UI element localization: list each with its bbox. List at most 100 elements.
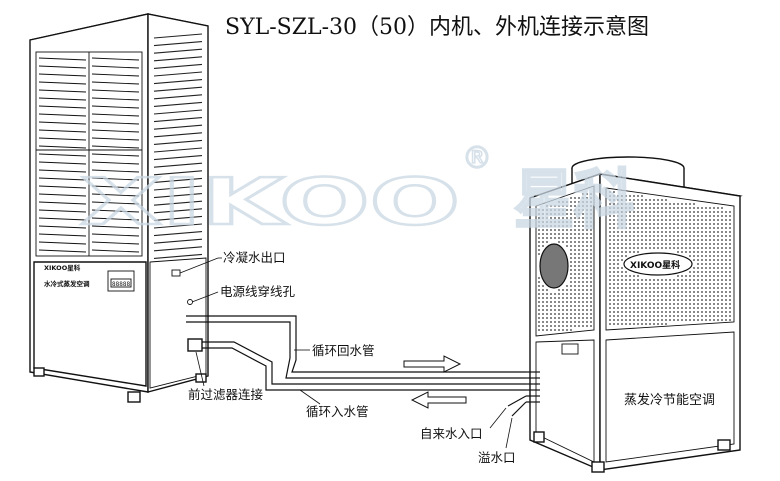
perforation-dot	[665, 199, 667, 201]
perforation-dot	[729, 259, 731, 261]
perforation-dot	[641, 243, 643, 245]
perforation-dot	[609, 243, 611, 245]
perforation-dot	[609, 255, 611, 257]
perforation-dot	[633, 223, 635, 225]
perforation-dot	[570, 273, 572, 275]
perforation-dot	[697, 303, 699, 305]
perforation-dot	[685, 243, 687, 245]
perforation-dot	[709, 219, 711, 221]
perforation-dot	[578, 245, 580, 247]
perforation-dot	[713, 283, 715, 285]
perforation-dot	[669, 307, 671, 309]
perforation-dot	[685, 279, 687, 281]
perforation-dot	[721, 279, 723, 281]
perforation-dot	[729, 223, 731, 225]
perforation-dot	[717, 299, 719, 301]
perforation-dot	[582, 325, 584, 327]
perforation-dot	[705, 243, 707, 245]
perforation-dot	[637, 315, 639, 317]
perforation-dot	[538, 313, 540, 315]
perforation-dot	[546, 209, 548, 211]
perforation-dot	[725, 255, 727, 257]
perforation-dot	[637, 215, 639, 217]
perforation-dot	[617, 243, 619, 245]
louvre-slat	[91, 217, 140, 221]
perforation-dot	[546, 233, 548, 235]
perforation-dot	[617, 275, 619, 277]
perforation-dot	[721, 299, 723, 301]
perforation-dot	[578, 233, 580, 235]
perforation-dot	[713, 291, 715, 293]
perforation-dot	[645, 283, 647, 285]
louvre-slat	[38, 241, 87, 245]
perforation-dot	[613, 259, 615, 261]
perforation-dot	[697, 243, 699, 245]
front-filter-fitting	[187, 338, 203, 352]
perforation-dot	[681, 299, 683, 301]
perforation-dot	[705, 247, 707, 249]
front-filter-connection-label: 前过滤器连接	[188, 387, 264, 402]
perforation-dot	[538, 301, 540, 303]
perforation-dot	[701, 255, 703, 257]
perforation-dot	[669, 243, 671, 245]
perforation-dot	[625, 287, 627, 289]
perforation-dot	[609, 191, 611, 193]
perforation-dot	[657, 231, 659, 233]
perforation-dot	[689, 247, 691, 249]
perforation-dot	[609, 315, 611, 317]
perforation-dot	[673, 211, 675, 213]
perforation-dot	[578, 277, 580, 279]
louvre-slat	[91, 105, 140, 109]
perforation-dot	[538, 249, 540, 251]
perforation-dot	[717, 247, 719, 249]
perforation-dot	[673, 319, 675, 321]
perforation-dot	[725, 235, 727, 237]
perforation-dot	[578, 197, 580, 199]
side-grille-bar	[153, 231, 203, 237]
perforation-dot	[590, 309, 592, 311]
perforation-dot	[649, 231, 651, 233]
perforation-dot	[570, 209, 572, 211]
perforation-dot	[721, 307, 723, 309]
perforation-dot	[633, 275, 635, 277]
perforation-dot	[625, 315, 627, 317]
tap-water-inlet-leader	[489, 407, 507, 429]
perforation-dot	[685, 223, 687, 225]
perforation-dot	[621, 235, 623, 237]
perforation-dot	[621, 239, 623, 241]
perforation-dot	[574, 281, 576, 283]
perforation-dot	[558, 301, 560, 303]
perforation-dot	[661, 291, 663, 293]
outdoor-brand-oval	[623, 252, 693, 276]
perforation-dot	[582, 233, 584, 235]
perforation-dot	[681, 303, 683, 305]
perforation-dot	[677, 227, 679, 229]
perforation-dot	[574, 317, 576, 319]
perforation-dot	[621, 255, 623, 257]
louvre-slat	[38, 129, 87, 133]
perforation-dot	[590, 197, 592, 199]
perforation-dot	[717, 259, 719, 261]
perforation-dot	[709, 235, 711, 237]
perforation-dot	[609, 307, 611, 309]
perforation-dot	[570, 293, 572, 295]
perforation-dot	[701, 299, 703, 301]
perforation-dot	[641, 315, 643, 317]
perforation-dot	[673, 203, 675, 205]
perforation-dot	[609, 211, 611, 213]
perforation-dot	[713, 243, 715, 245]
perforation-dot	[661, 307, 663, 309]
perforation-dot	[717, 295, 719, 297]
perforation-dot	[542, 329, 544, 331]
perforation-dot	[721, 243, 723, 245]
perforation-dot	[713, 271, 715, 273]
perforation-dot	[713, 319, 715, 321]
perforation-dot	[661, 211, 663, 213]
perforation-dot	[713, 287, 715, 289]
perforation-dot	[566, 233, 568, 235]
perforation-dot	[546, 297, 548, 299]
outdoor-brand-badge: XIKOO星科	[630, 259, 680, 271]
perforation-dot	[617, 271, 619, 273]
perforation-dot	[649, 299, 651, 301]
